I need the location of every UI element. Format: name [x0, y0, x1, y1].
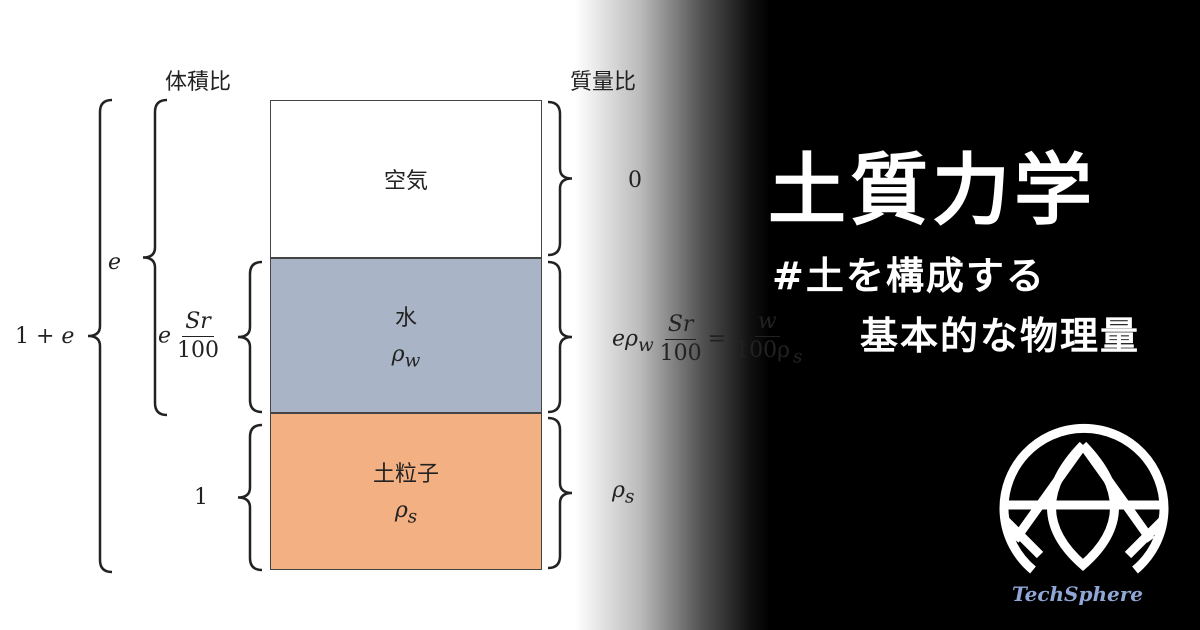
- total-volume-label: 1 + e: [15, 324, 75, 349]
- brace-voids: [142, 98, 168, 417]
- brace-total: [87, 98, 113, 574]
- air-mass-label: 0: [628, 168, 642, 193]
- mass-ratio-header: 質量比: [570, 70, 637, 95]
- soil-label: 土粒子: [372, 461, 439, 487]
- brace-solid-volume: [237, 423, 263, 572]
- brace-water-volume: [237, 260, 263, 414]
- solid-volume-label: 1: [194, 485, 208, 510]
- brace-air-mass: [547, 100, 573, 257]
- water-label: 水: [394, 305, 417, 331]
- soil-particle-phase: 土粒子 ρs: [270, 413, 542, 570]
- subtitle-line-2: 基本的な物理量: [860, 314, 1141, 358]
- subtitle-line-1: #土を構成する: [772, 254, 1046, 298]
- solid-mass-label: ρs: [612, 478, 635, 508]
- air-label: 空気: [383, 169, 428, 194]
- water-phase: 水 ρw: [270, 258, 542, 413]
- soil-density: ρs: [394, 497, 418, 528]
- void-volume-label: e: [108, 250, 122, 275]
- brace-water-mass: [547, 260, 573, 414]
- water-density: ρw: [391, 341, 421, 372]
- page-title: 土質力学: [768, 146, 1097, 236]
- air-phase: 空気: [270, 100, 542, 258]
- logo-text: TechSphere: [1012, 582, 1143, 606]
- brace-solid-mass: [547, 416, 573, 570]
- volume-ratio-header: 体積比: [165, 70, 232, 95]
